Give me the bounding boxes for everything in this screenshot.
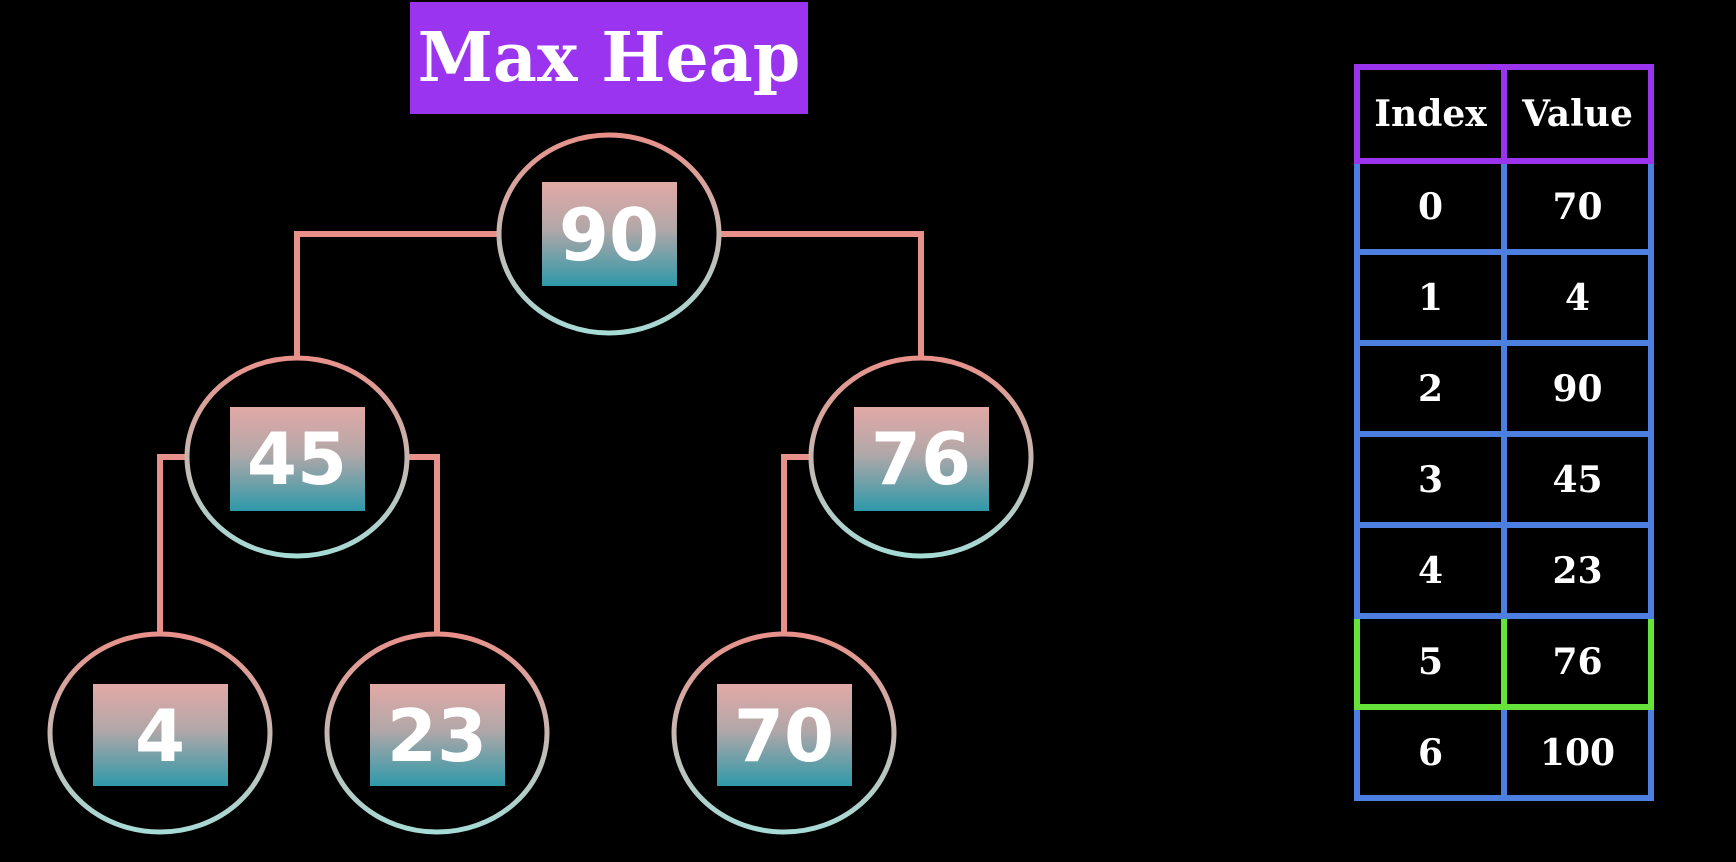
heap-tree: 90 45 76 4 23 70 — [47, 132, 1034, 835]
cell-value: 23 — [1501, 522, 1654, 619]
edge-right-rightleft — [781, 454, 812, 636]
cell-index: 0 — [1354, 158, 1507, 255]
tree-node-right: 76 — [808, 355, 1034, 559]
edge-left-leftleft — [157, 454, 188, 636]
node-value: 90 — [559, 193, 659, 277]
cell-index: 3 — [1354, 431, 1507, 528]
table-row: 2 90 — [1354, 340, 1654, 437]
cell-value: 100 — [1501, 704, 1654, 801]
cell-value: 70 — [1501, 158, 1654, 255]
table-row: 4 23 — [1354, 522, 1654, 619]
node-value: 45 — [247, 417, 347, 501]
cell-index: 4 — [1354, 522, 1507, 619]
title-banner: Max Heap — [410, 2, 808, 114]
tree-node-right-left: 70 — [671, 631, 897, 835]
cell-value: 76 — [1501, 613, 1654, 710]
cell-index: 5 — [1354, 613, 1507, 710]
cell-value: 90 — [1501, 340, 1654, 437]
table-row: 6 100 — [1354, 704, 1654, 801]
table-row: 0 70 — [1354, 158, 1654, 255]
tree-node-left-left: 4 — [47, 631, 273, 835]
edge-left-leftright — [406, 454, 440, 636]
table-row-highlighted: 5 76 — [1354, 613, 1654, 710]
tree-node-left: 45 — [184, 355, 410, 559]
table-row: 3 45 — [1354, 431, 1654, 528]
cell-index: 1 — [1354, 249, 1507, 346]
cell-value: 4 — [1501, 249, 1654, 346]
cell-index: 2 — [1354, 340, 1507, 437]
header-index: Index — [1354, 64, 1507, 164]
tree-node-left-right: 23 — [324, 631, 550, 835]
heap-array-table: Index Value 0 70 1 4 2 90 3 45 4 23 5 76… — [1354, 64, 1654, 801]
edge-root-right — [720, 231, 924, 360]
node-value: 4 — [135, 694, 185, 778]
header-value: Value — [1501, 64, 1654, 164]
cell-value: 45 — [1501, 431, 1654, 528]
table-row: 1 4 — [1354, 249, 1654, 346]
node-value: 23 — [387, 694, 487, 778]
cell-index: 6 — [1354, 704, 1507, 801]
node-value: 76 — [871, 417, 971, 501]
tree-edges — [157, 231, 924, 636]
edge-root-left — [294, 231, 498, 360]
tree-node-root: 90 — [496, 132, 722, 336]
table-header-row: Index Value — [1354, 64, 1654, 164]
node-value: 70 — [734, 694, 834, 778]
